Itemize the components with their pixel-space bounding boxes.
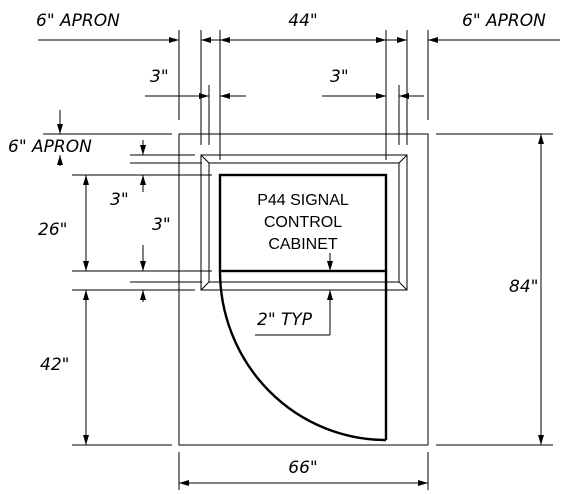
cabinet-label-line1: P44 SIGNAL [257,192,349,209]
cabinet-label-line2: CONTROL [264,214,342,231]
dim-apron-left: 6" APRON [36,11,120,31]
dim-3-left: 3" [150,67,169,87]
dim-apron-front: 6" APRON [8,137,92,157]
cabinet-base-inner [208,162,400,283]
dim-2-typ: 2" TYP [257,310,313,330]
dim-66: 66" [288,458,317,478]
base-corner-bevel [398,154,408,164]
dim-apron-right: 6" APRON [462,11,546,31]
base-corner-bevel [200,281,210,291]
base-corner-bevel [398,281,408,291]
dim-42: 42" [40,355,69,375]
dim-3-top-depth: 3" [110,190,129,210]
dim-3-right: 3" [330,67,349,87]
cabinet-body [218,173,388,273]
cabinet-label-line3: CABINET [268,236,338,253]
cabinet-base-outer [200,154,408,291]
base-corner-bevel [200,154,210,164]
dim-26: 26" [38,220,67,240]
dim-44: 44" [288,11,317,31]
dim-84: 84" [509,277,538,297]
door-swing-arc [218,270,387,442]
dim-3-bottom-depth: 3" [152,215,171,235]
